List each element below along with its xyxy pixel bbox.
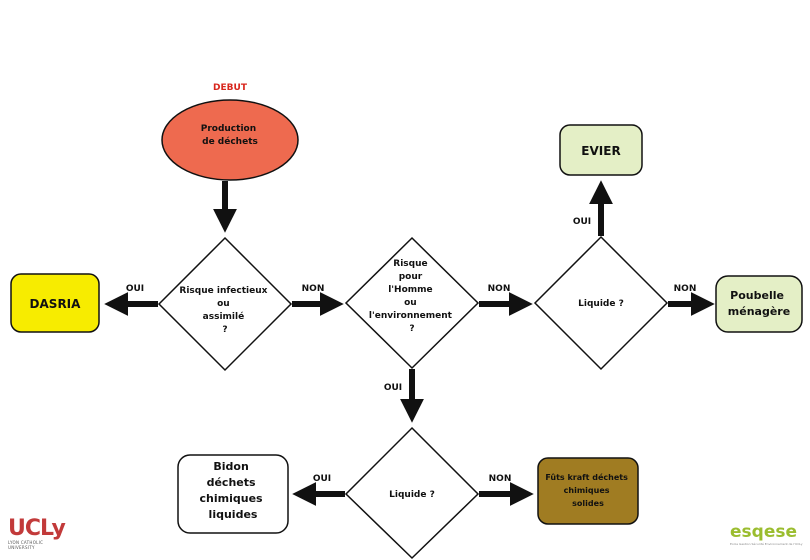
poubelle-shape	[715, 275, 803, 333]
bidon-shape	[177, 454, 289, 534]
svg-text:Risque pour l'Homm: Risque pour l'Homme ou l'environnement ?	[369, 259, 455, 334]
risque-homme-shape	[344, 236, 480, 370]
risque-homme-line-2: pour	[399, 272, 423, 282]
liquide-top-node: Liquide ?	[533, 235, 669, 371]
risque-infectieux-line-1: Risque infectieux	[179, 286, 267, 296]
liquide-bottom-shape	[344, 426, 480, 560]
futs-shape	[537, 457, 639, 525]
risque-homme-line-5: l'environnement	[369, 311, 453, 321]
risque-homme-line-1: Risque	[393, 259, 427, 269]
debut-label: DEBUT	[213, 83, 248, 93]
ucly-logo: UCLy LYON CATHOLIC UNIVERSITY	[8, 516, 68, 551]
svg-text:Risque infectieux ou: Risque infectieux ou assimilé ?	[179, 286, 270, 335]
risque-homme-line-3: l'Homme	[388, 285, 432, 295]
svg-text:Production de déchets: Production de déchets	[201, 124, 260, 147]
svg-text:Poubelle ménagère: Poubelle ménagère	[728, 289, 790, 318]
production-node: Production de déchets	[161, 99, 299, 181]
bidon-line-2: déchets	[207, 476, 256, 489]
futs-line-3: solides	[572, 499, 604, 508]
risque-homme-line-6: ?	[409, 324, 414, 334]
svg-text:Liquide ?: Liquide ?	[578, 299, 624, 309]
edge-label-to-futs: NON	[489, 474, 512, 484]
futs-line-1: Fûts kraft déchets	[545, 472, 628, 482]
liquide-bottom-line-1: Liquide ?	[389, 490, 435, 500]
risque-infectieux-node: Risque infectieux ou assimilé ?	[157, 236, 293, 372]
dasria-shape	[10, 273, 100, 333]
esqese-logo: esqese Ecole Gestion Sécurité Environnem…	[730, 522, 810, 546]
liquide-top-shape	[533, 235, 669, 371]
edge-label-to-evier: OUI	[573, 217, 591, 227]
liquide-bottom-node: Liquide ?	[344, 426, 480, 560]
edge-label-to-poubelle: NON	[674, 284, 697, 294]
ucly-logo-text: UCLy	[8, 516, 66, 541]
risque-homme-line-4: ou	[404, 298, 417, 308]
risque-infectieux-shape	[157, 236, 293, 372]
evier-shape	[559, 124, 643, 176]
svg-text:DASRIA: DASRIA	[30, 297, 82, 311]
liquide-top-line-1: Liquide ?	[578, 299, 624, 309]
ucly-logo-sub-2: UNIVERSITY	[8, 545, 35, 550]
edge-label-to-liquide-top: NON	[488, 284, 511, 294]
bidon-line-1: Bidon	[213, 460, 248, 473]
futs-node: Fûts kraft déchets chimiques solides	[537, 457, 639, 525]
risque-homme-node: Risque pour l'Homme ou l'environnement ?	[344, 236, 480, 370]
evier-line-1: EVIER	[581, 144, 620, 158]
edge-label-to-dasria: OUI	[126, 284, 144, 294]
risque-infectieux-line-4: ?	[222, 325, 227, 335]
futs-line-2: chimiques	[564, 486, 610, 495]
risque-infectieux-line-2: ou	[217, 299, 230, 309]
risque-infectieux-line-3: assimilé	[203, 311, 245, 322]
esqese-logo-text: esqese	[730, 522, 797, 542]
production-line-2: de déchets	[202, 136, 258, 147]
svg-text:Bidon déchets chim: Bidon déchets chimiques liquides	[200, 460, 267, 521]
bidon-node: Bidon déchets chimiques liquides	[177, 454, 289, 534]
dasria-node: DASRIA	[10, 273, 100, 333]
production-line-1: Production	[201, 124, 256, 134]
evier-node: EVIER	[559, 124, 643, 176]
svg-text:Liquide ?: Liquide ?	[389, 490, 435, 500]
poubelle-line-1: Poubelle	[730, 289, 784, 302]
bidon-line-4: liquides	[209, 508, 258, 521]
poubelle-node: Poubelle ménagère	[715, 275, 803, 333]
production-shape	[161, 99, 299, 181]
poubelle-line-2: ménagère	[728, 305, 790, 318]
svg-text:EVIER: EVIER	[581, 144, 620, 158]
edge-label-to-risque-homme: NON	[302, 284, 325, 294]
edge-label-to-liquide-bottom: OUI	[384, 383, 402, 393]
esqese-logo-sub: Ecole Gestion Sécurité Environnement de …	[730, 542, 803, 546]
bidon-line-3: chimiques	[200, 492, 264, 505]
edge-label-to-bidon: OUI	[313, 474, 331, 484]
ucly-logo-sub-1: LYON CATHOLIC	[8, 540, 44, 545]
dasria-line-1: DASRIA	[30, 297, 82, 311]
arrows	[104, 180, 715, 506]
svg-text:Fûts kraft déchets chimi: Fûts kraft déchets chimiques solides	[545, 472, 630, 508]
